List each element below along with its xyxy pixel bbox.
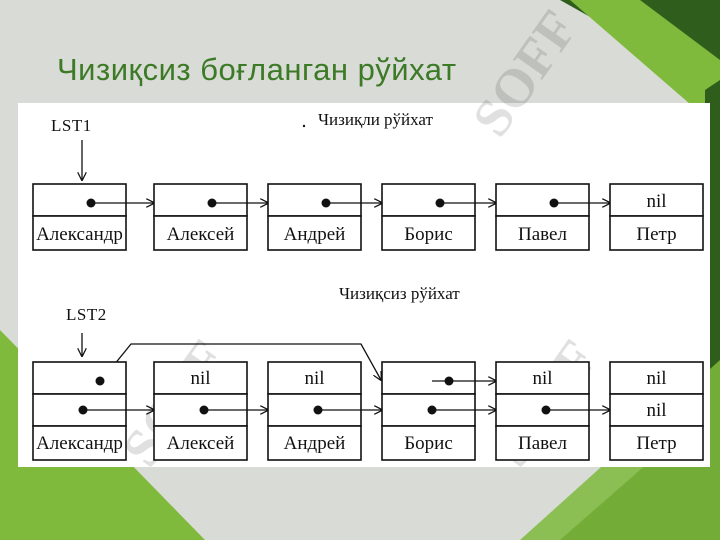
linear-node: Андрей: [267, 183, 382, 251]
nil-label: nil: [190, 368, 210, 389]
nil-label: nil: [646, 368, 666, 389]
top-pointer-cell: [609, 361, 704, 395]
linear-list-caption: Чизиқли рўйхат: [318, 110, 434, 129]
nonlinear-node: Борис: [381, 361, 496, 461]
corner-triangle-light: [570, 0, 720, 130]
nonlinear-node: Андрей nil: [267, 361, 382, 461]
name-cell: [609, 215, 704, 251]
node-name: Борис: [404, 433, 453, 454]
lst1-label: LST1: [51, 116, 92, 135]
nonlinear-list: Чизиқсиз рўйхат LST2: [66, 284, 460, 381]
nonlinear-list-caption: Чизиқсиз рўйхат: [339, 284, 460, 303]
name-cell: [32, 425, 127, 461]
node-name: Андрей: [284, 433, 346, 454]
pointer-cell: [381, 183, 476, 217]
name-cell: [267, 215, 362, 251]
pointer-cell: [495, 183, 590, 217]
name-cell: [609, 425, 704, 461]
linear-node: Петр nil: [609, 183, 704, 251]
nonlinear-node: Петр nil nil: [609, 361, 704, 461]
name-cell: [495, 425, 590, 461]
pointer-dot: [95, 376, 105, 386]
nil-label: nil: [646, 400, 666, 421]
name-cell: [381, 215, 476, 251]
name-cell: [153, 215, 248, 251]
linear-node: Александр: [32, 183, 154, 251]
nil-label: nil: [532, 368, 552, 389]
diagram-panel: [18, 103, 710, 467]
nil-label: nil: [304, 368, 324, 389]
node-name: Александр: [36, 433, 123, 454]
lst2-label: LST2: [66, 305, 107, 324]
top-pointer-cell: [381, 361, 476, 395]
name-cell: [32, 215, 127, 251]
top-pointer-cell: [153, 361, 248, 395]
node-name: Петр: [636, 433, 676, 454]
linear-node: Алексей: [153, 183, 268, 251]
node-name: Борис: [404, 224, 453, 245]
node-name: Петр: [636, 224, 676, 245]
node-name: Андрей: [284, 224, 346, 245]
caption-dot: [302, 124, 306, 128]
pointer-cell: [153, 183, 248, 217]
pointer-cell: [32, 183, 127, 217]
node-name: Александр: [36, 224, 123, 245]
name-cell: [381, 425, 476, 461]
slide-title: Чизиқсиз боғланган рўйхат: [57, 52, 457, 87]
linear-node: Борис: [381, 183, 496, 251]
middle-pointer-cell: [609, 393, 704, 427]
watermark-text-1: SOFF: [461, 0, 589, 147]
node-name: Павел: [518, 433, 567, 454]
linear-list-nodes: Александр Алексей Андрей Борис Павел Петр nil: [32, 183, 704, 251]
linear-list: Чизиқли рўйхат LST1: [51, 110, 434, 180]
nonlinear-node: Александр: [32, 361, 154, 461]
pointer-cell: [267, 183, 362, 217]
node-name: Павел: [518, 224, 567, 245]
top-pointer-cell: [32, 361, 127, 395]
name-cell: [153, 425, 248, 461]
node-name: Алексей: [167, 433, 235, 454]
nil-label: nil: [646, 191, 666, 212]
linear-node: Павел: [495, 183, 610, 251]
nonlinear-node: Павел nil: [495, 361, 610, 461]
name-cell: [495, 215, 590, 251]
nonlinear-node: Алексей nil: [153, 361, 268, 461]
pointer-cell: [609, 183, 704, 217]
name-cell: [267, 425, 362, 461]
node-name: Алексей: [167, 224, 235, 245]
